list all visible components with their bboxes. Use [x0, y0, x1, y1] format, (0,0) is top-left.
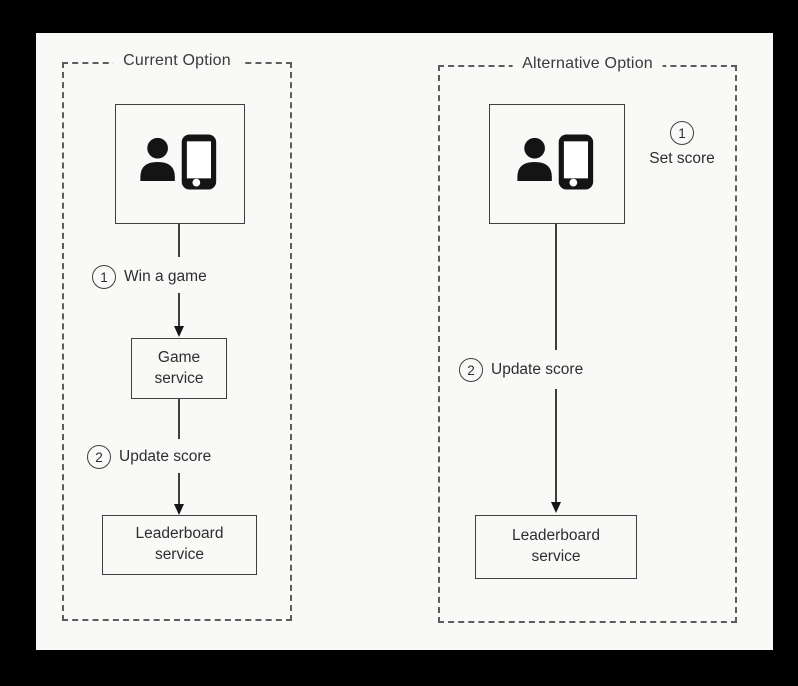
user-with-phone-icon	[513, 131, 601, 198]
user-icon	[517, 137, 552, 181]
step-2-update-score: 2 Update score	[459, 358, 583, 382]
step-number-circle: 1	[670, 121, 694, 145]
connector-line	[555, 224, 557, 350]
node-leaderboard-service: Leaderboard service	[102, 515, 257, 575]
step-number-circle: 2	[87, 445, 111, 469]
node-label-line1: Game	[157, 348, 201, 366]
smartphone-icon	[558, 133, 594, 190]
actor-box-alternative	[489, 104, 625, 224]
step-1-win-a-game: 1 Win a game	[92, 265, 207, 289]
node-label-line1: Leaderboard	[135, 525, 224, 543]
connector-line	[178, 473, 180, 504]
node-game-service: Game service	[131, 338, 227, 399]
connector-line	[555, 389, 557, 502]
user-icon	[140, 137, 175, 181]
node-label-line1: Leaderboard	[512, 527, 600, 545]
arrowhead-icon	[174, 326, 184, 337]
panel-current-option: Current Option	[62, 52, 292, 621]
connector-line	[178, 224, 180, 257]
step-label: Win a game	[124, 268, 207, 285]
user-with-phone-icon	[136, 131, 224, 198]
connector-line	[178, 399, 180, 439]
step-label: Update score	[119, 448, 212, 465]
panel-title-alternative: Alternative Option	[512, 55, 663, 73]
step-label: Set score	[649, 150, 715, 167]
step-2-update-score: 2 Update score	[87, 445, 211, 469]
node-label-line2: service	[154, 546, 205, 563]
step-number-circle: 1	[92, 265, 116, 289]
arrowhead-icon	[551, 502, 561, 513]
step-1-set-score: 1 Set score	[634, 121, 730, 168]
panel-title-current: Current Option	[113, 52, 241, 70]
panel-alternative-option: Alternative Option	[438, 55, 737, 623]
smartphone-icon	[181, 133, 217, 190]
arrowhead-icon	[174, 504, 184, 515]
node-leaderboard-service: Leaderboard service	[475, 515, 637, 579]
actor-box-current	[115, 104, 245, 224]
node-label-line2: service	[154, 369, 204, 387]
connector-line	[178, 293, 180, 326]
node-label-line2: service	[531, 548, 581, 565]
diagram-page: Current Option	[36, 33, 773, 650]
step-number-circle: 2	[459, 358, 483, 382]
step-label: Update score	[491, 361, 584, 378]
